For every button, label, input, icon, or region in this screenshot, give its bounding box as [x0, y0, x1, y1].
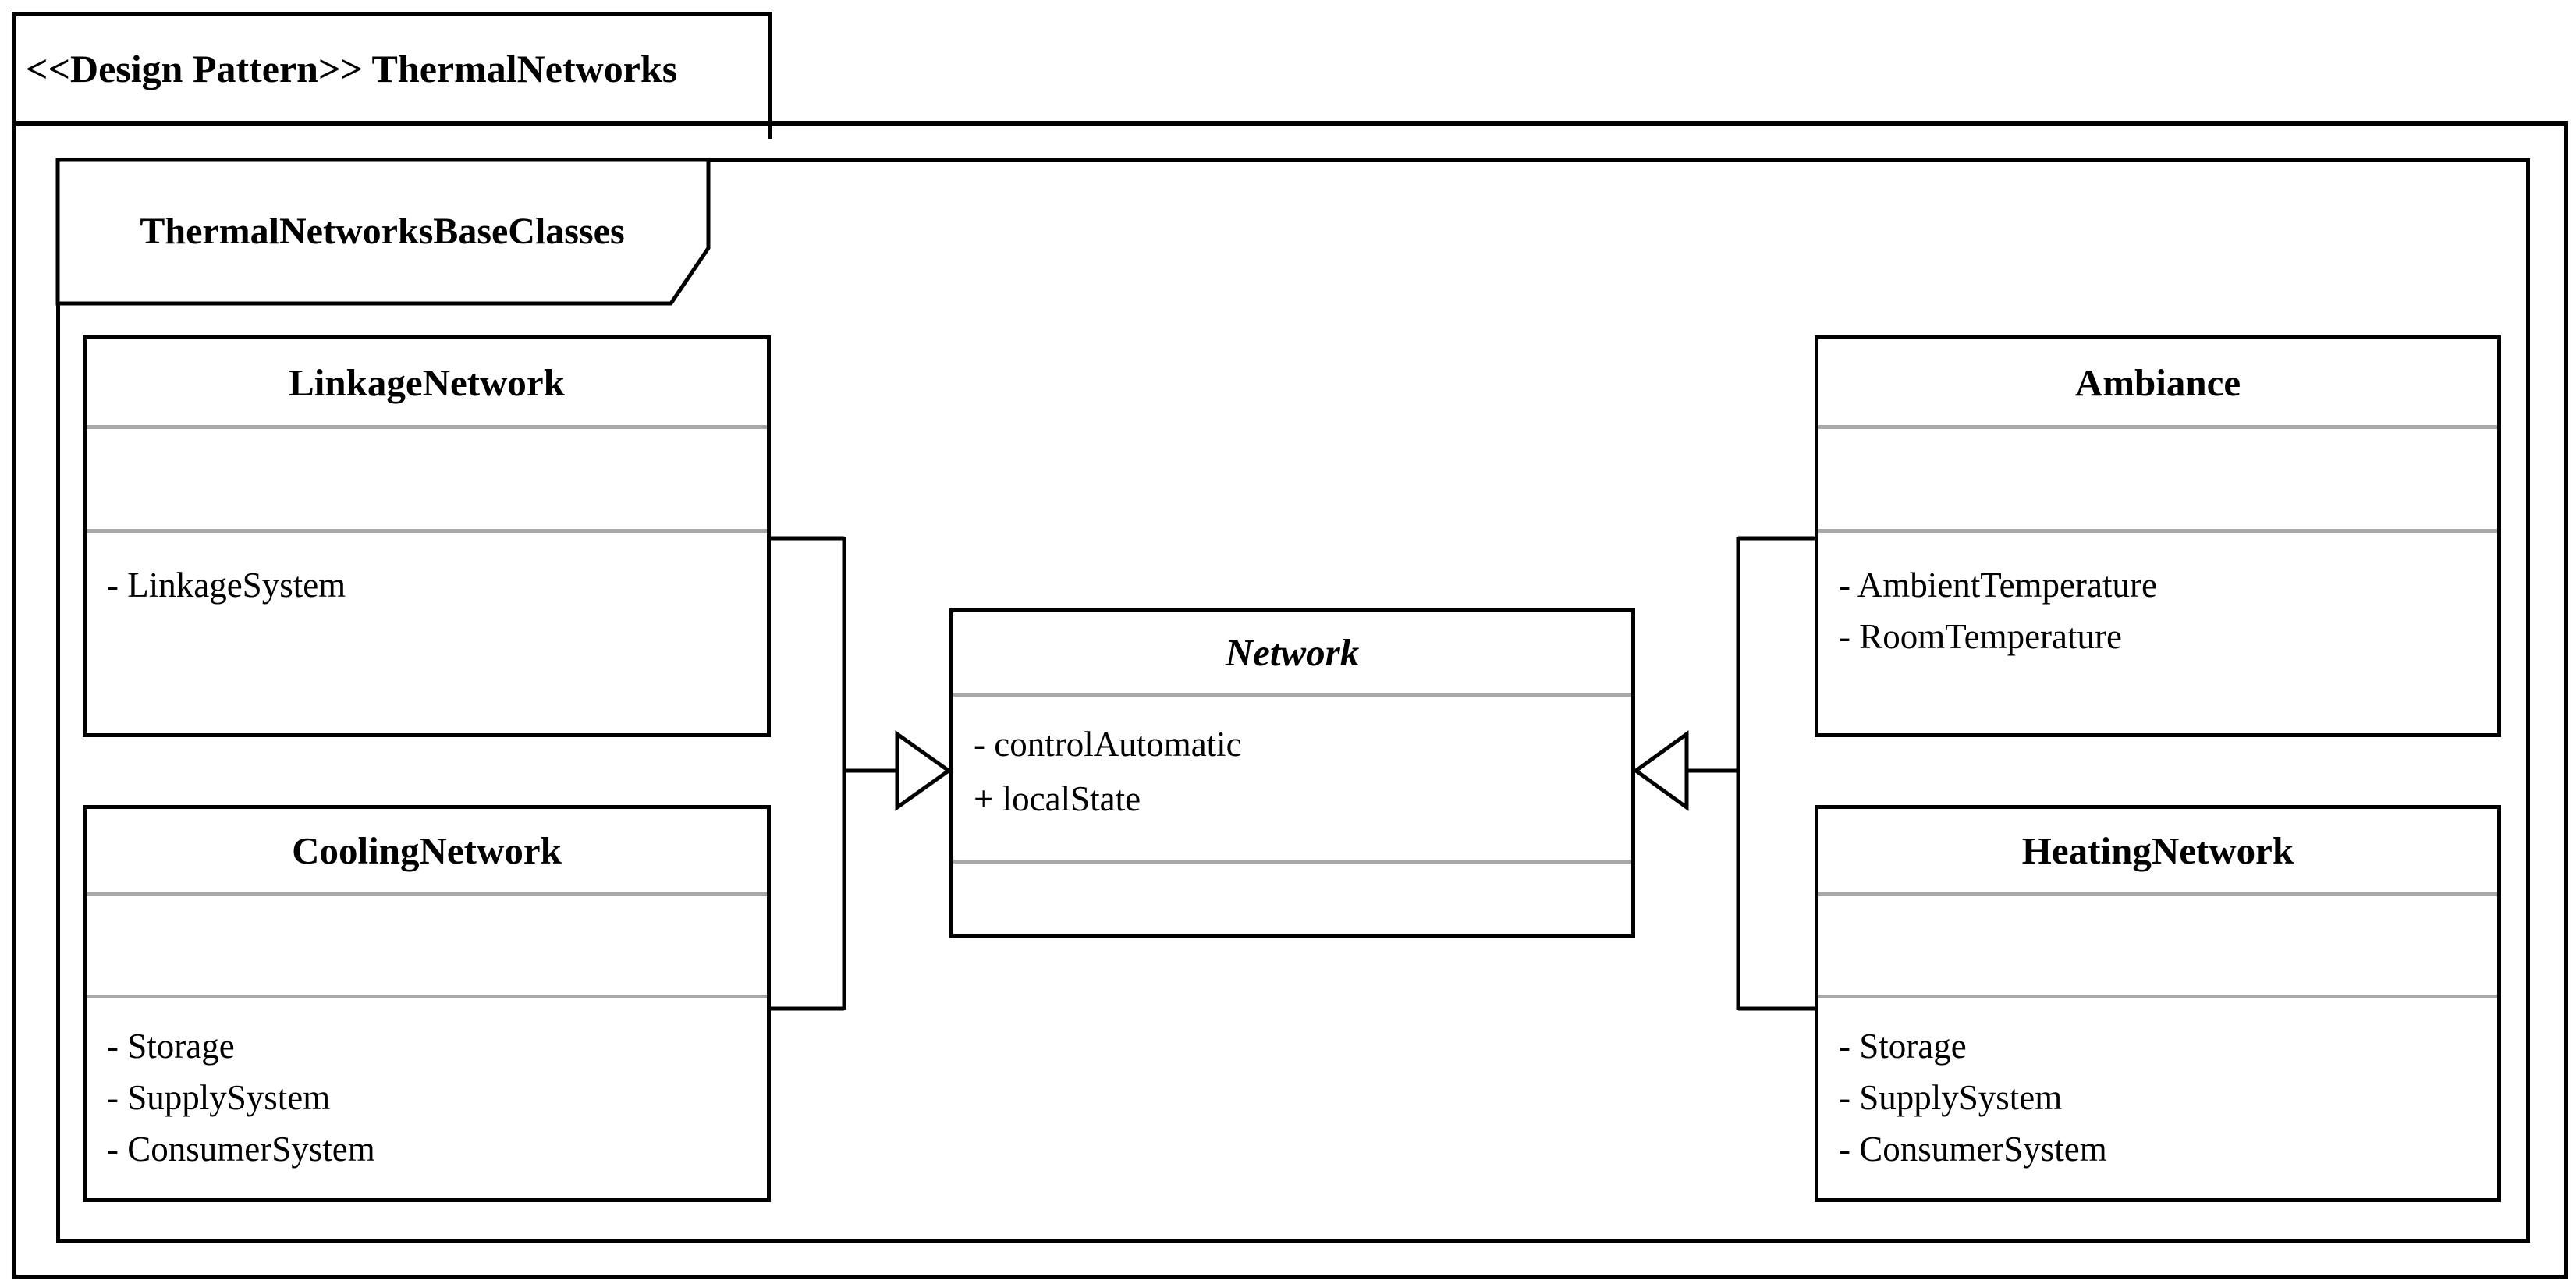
- class-box-coolingnetwork: CoolingNetwork - Storage - SupplySystem …: [83, 805, 771, 1202]
- attribute-item: + localState: [974, 779, 1141, 818]
- inner-package-label: ThermalNetworksBaseClasses: [140, 210, 625, 252]
- inner-package-label-wrap: ThermalNetworksBaseClasses: [60, 162, 704, 300]
- attributes-compartment: - Storage - SupplySystem - ConsumerSyste…: [1818, 998, 2497, 1198]
- compartment-separator: [87, 529, 767, 533]
- compartment-separator: [87, 892, 767, 896]
- attribute-item: - SupplySystem: [1839, 1078, 2063, 1117]
- operations-compartment: [1818, 429, 2497, 529]
- class-name-coolingnetwork: CoolingNetwork: [292, 829, 562, 872]
- attribute-item: - RoomTemperature: [1839, 617, 2122, 656]
- operations-compartment: [87, 429, 767, 529]
- outer-package-tab: <<Design Pattern>> ThermalNetworks: [12, 12, 772, 121]
- operations-compartment: [87, 896, 767, 995]
- attributes-compartment: - Storage - SupplySystem - ConsumerSyste…: [87, 998, 767, 1198]
- class-name-heatingnetwork: HeatingNetwork: [2021, 829, 2294, 872]
- attribute-item: - ConsumerSystem: [1839, 1130, 2107, 1169]
- compartment-separator: [1818, 529, 2497, 533]
- class-name-ambiance: Ambiance: [2074, 360, 2241, 404]
- operations-compartment: [953, 864, 1631, 934]
- compartment-separator: [1818, 425, 2497, 429]
- attribute-item: - AmbientTemperature: [1839, 566, 2157, 605]
- class-box-heatingnetwork: HeatingNetwork - Storage - SupplySystem …: [1815, 805, 2501, 1202]
- compartment-separator: [1818, 995, 2497, 998]
- attributes-compartment: - controlAutomatic + localState: [953, 697, 1631, 860]
- class-box-ambiance: Ambiance - AmbientTemperature - RoomTemp…: [1815, 335, 2501, 737]
- attribute-item: - ConsumerSystem: [107, 1130, 375, 1169]
- attribute-item: - controlAutomatic: [974, 725, 1242, 764]
- outer-package-label: <<Design Pattern>> ThermalNetworks: [26, 47, 678, 90]
- compartment-separator: [87, 995, 767, 998]
- class-name-network: Network: [1225, 631, 1360, 674]
- compartment-separator: [1818, 892, 2497, 896]
- class-name-linkagenetwork: LinkageNetwork: [289, 360, 565, 404]
- attribute-item: - SupplySystem: [107, 1078, 331, 1117]
- operations-compartment: [1818, 896, 2497, 995]
- attributes-compartment: - LinkageSystem: [87, 533, 767, 733]
- attribute-item: - Storage: [1839, 1027, 1967, 1066]
- attributes-compartment: - AmbientTemperature - RoomTemperature: [1818, 533, 2497, 733]
- attribute-item: - Storage: [107, 1027, 235, 1066]
- class-box-linkagenetwork: LinkageNetwork - LinkageSystem: [83, 335, 771, 737]
- compartment-separator: [87, 425, 767, 429]
- class-box-network: Network - controlAutomatic + localState: [949, 608, 1635, 938]
- compartment-separator: [953, 693, 1631, 697]
- attribute-item: - LinkageSystem: [107, 566, 346, 605]
- compartment-separator: [953, 860, 1631, 864]
